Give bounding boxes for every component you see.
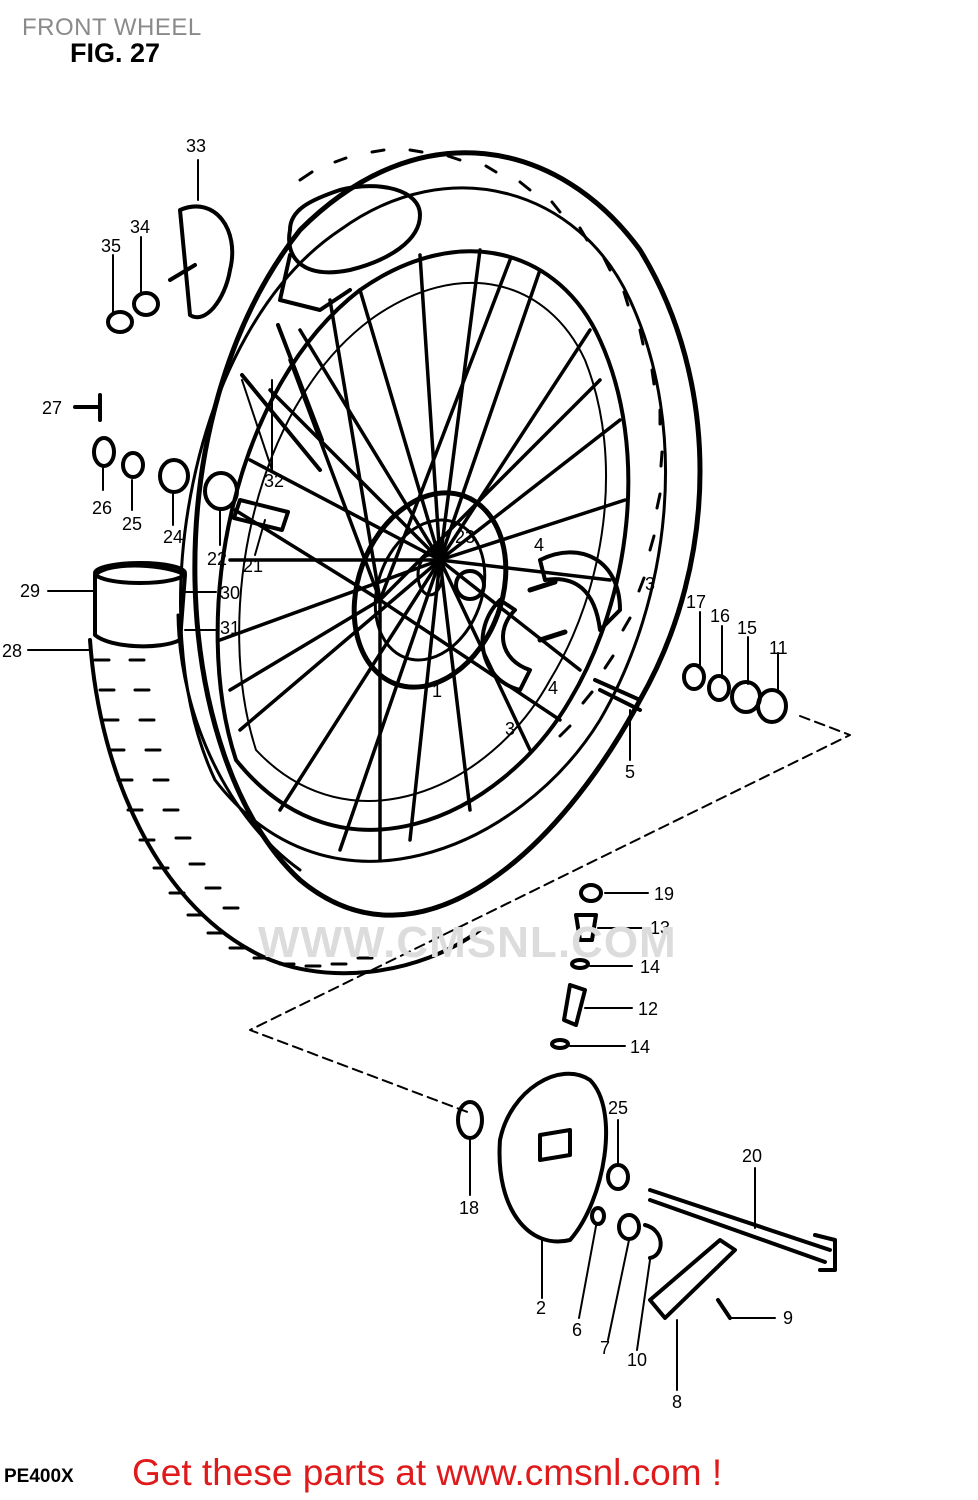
callout-23: 23 — [455, 527, 475, 547]
callout-4-top: 4 — [534, 535, 544, 555]
callout-11: 11 — [769, 638, 788, 658]
callout-6: 6 — [572, 1320, 582, 1340]
tire-tread — [93, 148, 664, 968]
callout-9: 9 — [783, 1308, 793, 1328]
callout-32: 32 — [264, 471, 284, 491]
callout-28: 28 — [2, 641, 22, 661]
brake-shoes — [480, 550, 622, 692]
callout-25: 25 — [122, 514, 142, 534]
callout-10: 10 — [627, 1350, 647, 1370]
callout-labels: 33 34 35 27 26 25 24 22 21 32 23 29 30 3… — [2, 136, 793, 1412]
callout-21: 21 — [243, 556, 263, 576]
callout-13: 13 — [650, 918, 670, 938]
valve-parts — [550, 883, 603, 1050]
callout-8: 8 — [672, 1392, 682, 1412]
callout-33: 33 — [186, 136, 206, 156]
callout-17: 17 — [686, 592, 706, 612]
cta-link[interactable]: Get these parts at www.cmsnl.com ! — [132, 1452, 723, 1493]
brake-panel — [456, 1071, 663, 1260]
callout-24: 24 — [163, 527, 183, 547]
outline-box — [249, 715, 851, 1114]
callout-29: 29 — [20, 581, 40, 601]
callout-1: 1 — [432, 681, 442, 701]
figure-number: FIG. 27 — [70, 38, 161, 68]
callout-30: 30 — [220, 583, 240, 603]
model-code: PE400X — [4, 1466, 74, 1487]
leader-lines — [27, 159, 779, 1391]
callout-35: 35 — [101, 236, 121, 256]
callout-20: 20 — [742, 1146, 762, 1166]
callout-3-bottom: 3 — [505, 719, 515, 739]
callout-19: 19 — [654, 884, 674, 904]
callout-34: 34 — [130, 217, 150, 237]
axle-and-arm — [648, 1188, 837, 1320]
callout-15: 15 — [737, 618, 757, 638]
hub — [351, 490, 509, 690]
callout-12: 12 — [638, 999, 658, 1019]
callout-25-bottom: 25 — [608, 1098, 628, 1118]
tire — [88, 150, 703, 976]
callout-18: 18 — [459, 1198, 479, 1218]
callout-3-right: 3 — [645, 574, 655, 594]
callout-27: 27 — [42, 398, 62, 418]
callout-4-bottom: 4 — [548, 678, 558, 698]
watermark: WWW.CMSNL.COM — [258, 918, 677, 967]
page-title: FRONT WHEEL — [22, 14, 202, 41]
callout-16: 16 — [710, 606, 730, 626]
right-side-parts — [593, 663, 788, 724]
callout-2: 2 — [536, 1298, 546, 1318]
callout-31: 31 — [220, 618, 240, 638]
callout-26: 26 — [92, 498, 112, 518]
callout-22: 22 — [207, 549, 227, 569]
rim-band — [278, 184, 422, 312]
callout-14-top: 14 — [640, 957, 660, 977]
dust-cover-tube — [93, 561, 187, 649]
small-parts-top-left — [73, 204, 324, 532]
callout-14-bottom: 14 — [630, 1037, 650, 1057]
callout-5: 5 — [625, 762, 635, 782]
callout-7: 7 — [600, 1338, 610, 1358]
